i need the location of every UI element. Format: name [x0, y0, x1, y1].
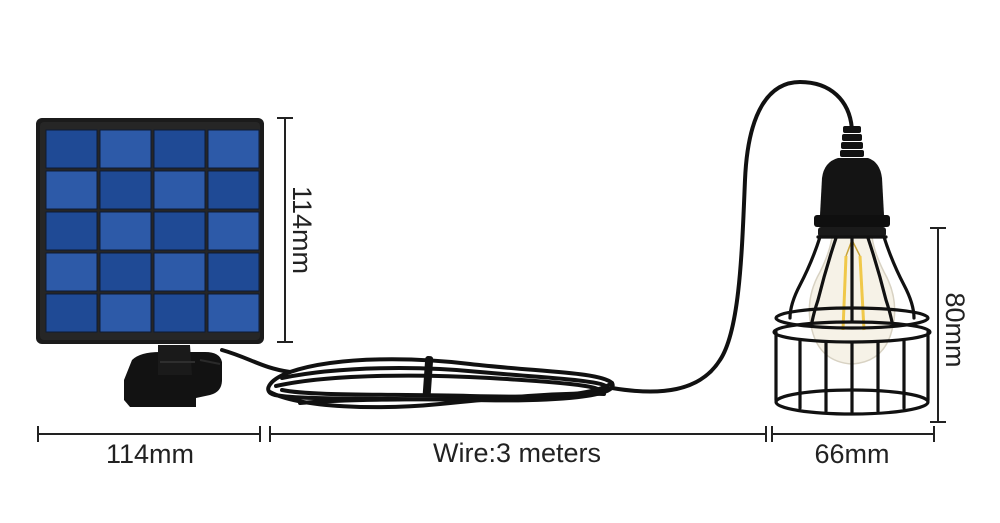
solar-cell — [153, 170, 206, 210]
solar-cell — [45, 252, 98, 292]
solar-cell — [207, 129, 260, 169]
solar-cell — [99, 170, 152, 210]
caged-pendant-lamp-icon — [772, 126, 932, 416]
lamp-height-dimension — [930, 227, 946, 423]
bottom-dimension-line — [37, 426, 935, 442]
solar-cell — [207, 293, 260, 333]
solar-cell — [153, 129, 206, 169]
solar-cell — [99, 252, 152, 292]
panel-height-label: 114mm — [287, 186, 317, 274]
solar-cell — [45, 211, 98, 251]
lamp-height-label: 80mm — [940, 292, 970, 367]
solar-cell — [207, 170, 260, 210]
solar-cell — [99, 129, 152, 169]
solar-cell — [45, 129, 98, 169]
wire-length-label: Wire:3 meters — [433, 438, 601, 468]
coiled-cable-icon — [220, 79, 854, 410]
panel-width-label: 114mm — [106, 439, 194, 469]
solar-cell — [45, 170, 98, 210]
lamp-width-label: 66mm — [814, 439, 889, 469]
solar-cell — [153, 293, 206, 333]
solar-cell — [153, 211, 206, 251]
panel-height-dimension — [277, 117, 293, 343]
solar-cells — [45, 129, 260, 333]
solar-panel-icon — [36, 118, 264, 407]
solar-cell — [45, 293, 98, 333]
panel-stand — [124, 345, 222, 407]
solar-cell — [99, 211, 152, 251]
solar-cell — [207, 252, 260, 292]
solar-cell — [207, 211, 260, 251]
solar-cell — [153, 252, 206, 292]
solar-cell — [99, 293, 152, 333]
